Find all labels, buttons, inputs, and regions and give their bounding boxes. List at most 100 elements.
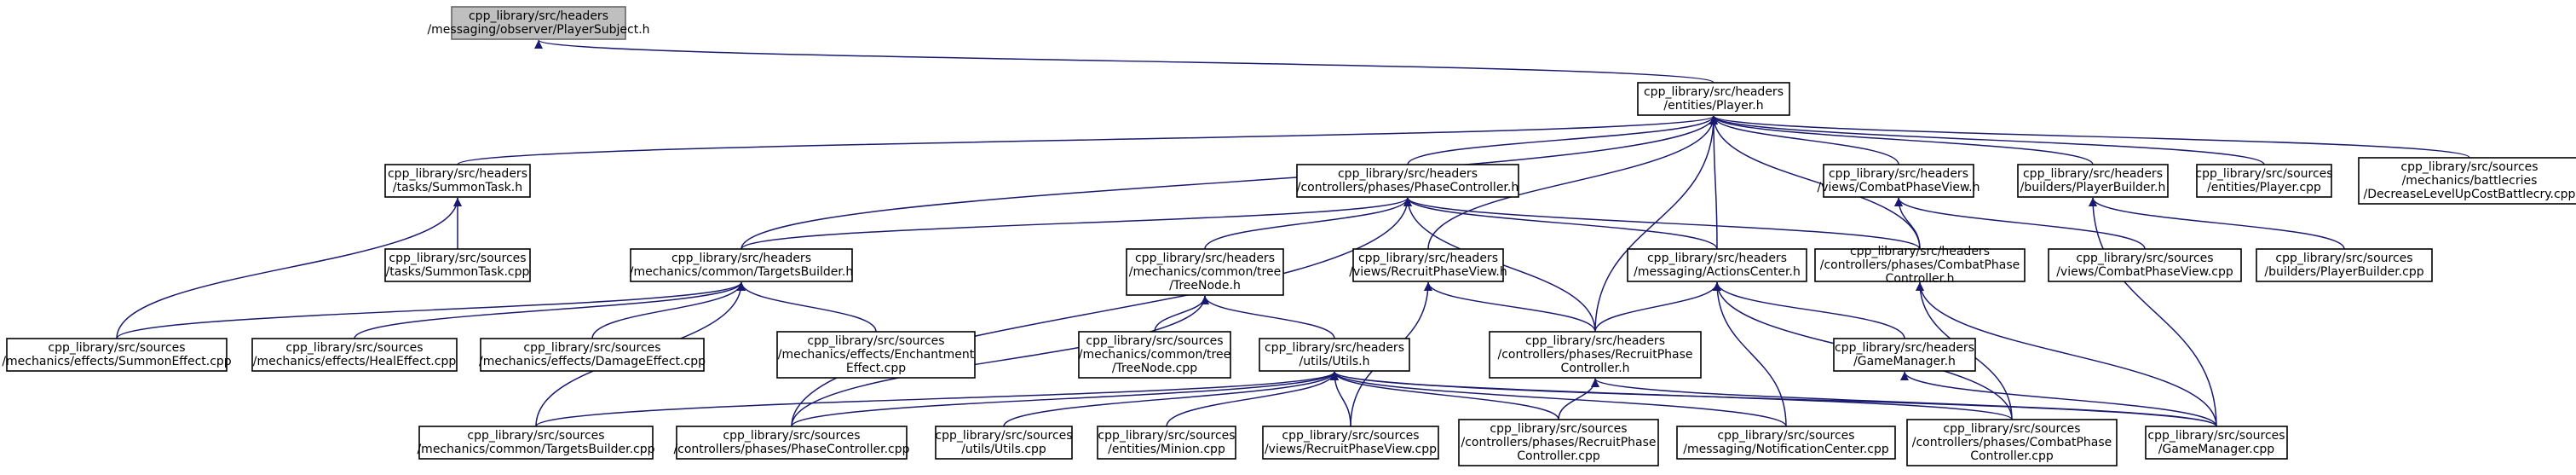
node-box bbox=[480, 338, 705, 372]
node-box bbox=[1296, 164, 1519, 198]
node-label-line: /views/CombatPhaseView.h bbox=[1818, 181, 1980, 194]
edge-recruitphaseview-cpp-to-utils-h bbox=[1330, 371, 1351, 427]
node-label-line: /GameManager.cpp bbox=[2158, 443, 2275, 456]
node-label-line: /mechanics/common/tree bbox=[1129, 265, 1281, 279]
node-gamemanager-h[interactable]: cpp_library/src/headers/GameManager.h bbox=[1833, 338, 1976, 372]
node-label-line: Controller.cpp bbox=[1970, 449, 2054, 463]
node-utils-cpp[interactable]: cpp_library/src/sources/utils/Utils.cpp bbox=[935, 426, 1073, 460]
node-label-line: /messaging/NotificationCenter.cpp bbox=[1683, 443, 1889, 456]
node-label-line: /mechanics/common/TargetsBuilder.h bbox=[630, 265, 853, 279]
node-box bbox=[676, 426, 908, 460]
node-recruitphaseview-h[interactable]: cpp_library/src/headers/views/RecruitPha… bbox=[1349, 248, 1507, 282]
node-label-line: cpp_library/src/sources bbox=[48, 341, 185, 355]
edge-damageeffect-cpp-to-targetsbuilder-h bbox=[591, 281, 746, 339]
node-box bbox=[251, 338, 458, 372]
node-label-line: /messaging/observer/PlayerSubject.h bbox=[427, 23, 649, 37]
node-label-line: /messaging/ActionsCenter.h bbox=[1634, 265, 1801, 279]
edge-treenode-h-to-phasecontroller-h bbox=[1204, 197, 1412, 250]
node-battlecry-cpp[interactable]: cpp_library/src/sources/mechanics/battle… bbox=[2358, 157, 2576, 205]
node-playerbuilder-cpp[interactable]: cpp_library/src/sources/builders/PlayerB… bbox=[2256, 248, 2433, 282]
file-nodes: cpp_library/src/headers/messaging/observ… bbox=[2, 6, 2576, 466]
node-box bbox=[2048, 248, 2242, 282]
node-targetsbuilder-h[interactable]: cpp_library/src/headers/mechanics/common… bbox=[630, 248, 853, 282]
node-label-line: cpp_library/src/sources bbox=[1086, 334, 1223, 348]
node-box bbox=[1637, 82, 1790, 116]
node-label-line: cpp_library/src/headers bbox=[388, 167, 527, 181]
node-box bbox=[1823, 164, 1974, 198]
node-label-line: cpp_library/src/headers bbox=[1135, 252, 1275, 265]
edge-recruitphasecontroller-h-to-actionscenter-h bbox=[1594, 281, 1721, 333]
node-label-line: cpp_library/src/headers bbox=[1265, 341, 1404, 355]
node-actionscenter-h[interactable]: cpp_library/src/headers/messaging/Action… bbox=[1627, 248, 1807, 282]
node-label-line: cpp_library/src/headers bbox=[1835, 341, 1974, 355]
node-label-line: /entities/Player.h bbox=[1663, 99, 1763, 113]
node-phasecontroller-h[interactable]: cpp_library/src/headers/controllers/phas… bbox=[1296, 164, 1519, 198]
node-targetsbuilder-cpp[interactable]: cpp_library/src/sources/mechanics/common… bbox=[417, 426, 655, 460]
node-treenode-cpp[interactable]: cpp_library/src/sources/mechanics/common… bbox=[1078, 331, 1231, 379]
edge-gamemanager-h-to-actionscenter-h bbox=[1713, 281, 1905, 339]
edge-healeffect-cpp-to-targetsbuilder-h bbox=[354, 281, 746, 339]
edge-combatphasecontroller-h-to-phasecontroller-h bbox=[1403, 197, 1921, 250]
edge-minion-cpp-to-utils-h bbox=[1166, 371, 1339, 427]
node-label-line: /controllers/phases/RecruitPhase bbox=[1498, 348, 1693, 362]
node-label-line: cpp_library/src/sources bbox=[2147, 429, 2285, 443]
node-treenode-h[interactable]: cpp_library/src/headers/mechanics/common… bbox=[1126, 248, 1284, 296]
node-label-line: /TreeNode.cpp bbox=[1112, 362, 1197, 375]
node-label-line: cpp_library/src/headers bbox=[1644, 85, 1784, 99]
edge-recruitphaseview-h-to-player-h bbox=[1427, 115, 1718, 250]
node-combatphaseview-cpp[interactable]: cpp_library/src/sources/views/CombatPhas… bbox=[2048, 248, 2242, 282]
node-box bbox=[2145, 426, 2288, 460]
node-label-line: cpp_library/src/sources bbox=[2400, 160, 2538, 174]
node-utils-h[interactable]: cpp_library/src/headers/utils/Utils.h bbox=[1259, 338, 1410, 372]
edge-combatphaseview-cpp-to-combatphaseview-h bbox=[1894, 197, 2146, 250]
node-combatphasecontroller-cpp[interactable]: cpp_library/src/sources/controllers/phas… bbox=[1906, 419, 2118, 466]
node-label-line: Effect.cpp bbox=[846, 362, 906, 375]
node-recruitphaseview-cpp[interactable]: cpp_library/src/sources/views/RecruitPha… bbox=[1262, 426, 1439, 460]
node-label-line: /builders/PlayerBuilder.cpp bbox=[2264, 265, 2423, 279]
node-recruitphasecontroller-h[interactable]: cpp_library/src/headers/controllers/phas… bbox=[1489, 331, 1702, 379]
node-player-h[interactable]: cpp_library/src/headers/entities/Player.… bbox=[1637, 82, 1790, 116]
node-summontask-h[interactable]: cpp_library/src/headers/tasks/SummonTask… bbox=[384, 164, 531, 198]
node-combatphaseview-h[interactable]: cpp_library/src/headers/views/CombatPhas… bbox=[1818, 164, 1980, 198]
node-healeffect-cpp[interactable]: cpp_library/src/sources/mechanics/effect… bbox=[251, 338, 458, 372]
node-label-line: /mechanics/effects/DamageEffect.cpp bbox=[479, 355, 706, 368]
edge-gamemanager-cpp-to-utils-h bbox=[1330, 371, 2217, 427]
node-phasecontroller-cpp[interactable]: cpp_library/src/sources/controllers/phas… bbox=[673, 426, 910, 460]
node-damageeffect-cpp[interactable]: cpp_library/src/sources/mechanics/effect… bbox=[479, 338, 706, 372]
edge-notificationcenter-cpp-to-utils-h bbox=[1330, 371, 1787, 427]
dependency-edges bbox=[116, 39, 2470, 427]
node-player-cpp[interactable]: cpp_library/src/sources/entities/Player.… bbox=[2195, 164, 2333, 198]
node-summontask-cpp[interactable]: cpp_library/src/sources/tasks/SummonTask… bbox=[384, 248, 531, 282]
node-box bbox=[1126, 248, 1284, 296]
node-box bbox=[2017, 164, 2169, 198]
node-label-line: Controller.h bbox=[1561, 362, 1630, 375]
node-label-line: cpp_library/src/sources bbox=[1282, 429, 1419, 443]
node-gamemanager-cpp[interactable]: cpp_library/src/sources/GameManager.cpp bbox=[2145, 426, 2288, 460]
node-enchantment-cpp[interactable]: cpp_library/src/sources/mechanics/effect… bbox=[776, 331, 976, 379]
edge-summoneffect-cpp-to-summontask-h bbox=[116, 197, 462, 339]
node-label-line: cpp_library/src/headers bbox=[1525, 334, 1665, 348]
edge-recruitphasecontroller-cpp-to-utils-h bbox=[1330, 371, 1559, 420]
edge-recruitphasecontroller-h-to-player-h bbox=[1594, 115, 1718, 333]
node-playerbuilder-h[interactable]: cpp_library/src/headers/builders/PlayerB… bbox=[2017, 164, 2169, 198]
node-recruitphasecontroller-cpp[interactable]: cpp_library/src/sources/controllers/phas… bbox=[1458, 419, 1659, 466]
node-box bbox=[630, 248, 853, 282]
node-minion-cpp[interactable]: cpp_library/src/sources/entities/Minion.… bbox=[1097, 426, 1236, 460]
edge-playerbuilder-cpp-to-playerbuilder-h bbox=[2089, 197, 2345, 250]
node-label-line: /entities/Player.cpp bbox=[2207, 181, 2321, 194]
node-label-line: /mechanics/effects/HealEffect.cpp bbox=[253, 355, 457, 368]
node-label-line: cpp_library/src/headers bbox=[1338, 167, 1478, 181]
node-label-line: cpp_library/src/sources bbox=[285, 341, 423, 355]
node-label-line: /DecreaseLevelUpCostBattlecry.cpp bbox=[2364, 188, 2576, 201]
edge-recruitphasecontroller-cpp-to-recruitphasecontroller-h bbox=[1558, 378, 1599, 420]
node-notificationcenter-cpp[interactable]: cpp_library/src/sources/messaging/Notifi… bbox=[1676, 426, 1896, 460]
node-box bbox=[935, 426, 1073, 460]
node-label-line: /mechanics/effects/Enchantment bbox=[778, 348, 975, 362]
node-label-line: cpp_library/src/sources bbox=[1490, 422, 1627, 436]
node-combatphasecontroller-h[interactable]: cpp_library/src/headers/controllers/phas… bbox=[1814, 245, 2026, 286]
node-label-line: cpp_library/src/sources bbox=[523, 341, 660, 355]
node-label-line: cpp_library/src/sources bbox=[2195, 167, 2332, 181]
edge-enchantment-cpp-to-targetsbuilder-h bbox=[737, 281, 877, 333]
edge-combatphasecontroller-h-to-player-h bbox=[1709, 115, 1921, 250]
node-summoneffect-cpp[interactable]: cpp_library/src/sources/mechanics/effect… bbox=[2, 338, 232, 372]
